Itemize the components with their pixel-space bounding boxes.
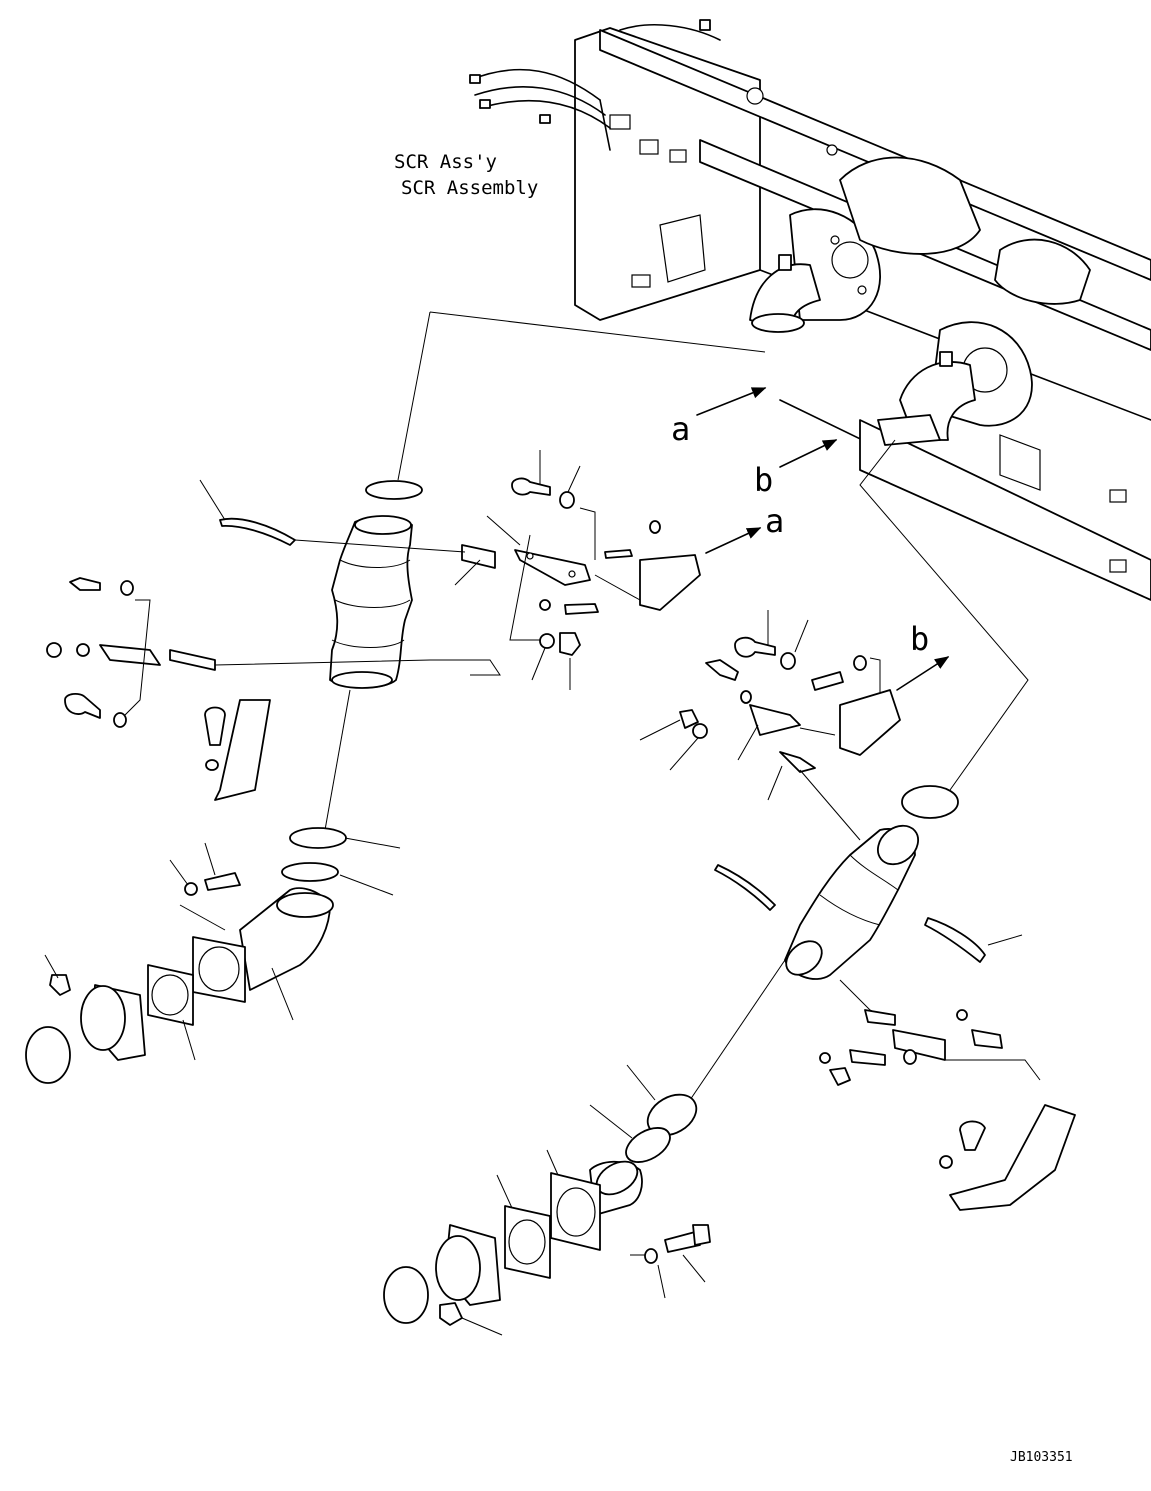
view-a-label: a [671,410,690,448]
machine-frame [469,19,1151,601]
bracket-a-label: a [765,502,784,540]
left-exhaust-group: a [25,311,784,1084]
bracket-b-label: b [910,620,929,658]
view-b-arrow [779,439,838,468]
view-a-arrow [696,387,767,416]
assembly-title-line2: SCR Assembly [401,177,538,199]
assembly-title-line1: SCR Ass'y [394,151,497,173]
view-b-label: b [754,461,773,499]
drawing-number: JB103351 [1010,1450,1073,1465]
right-exhaust-group: b [383,439,1076,1336]
